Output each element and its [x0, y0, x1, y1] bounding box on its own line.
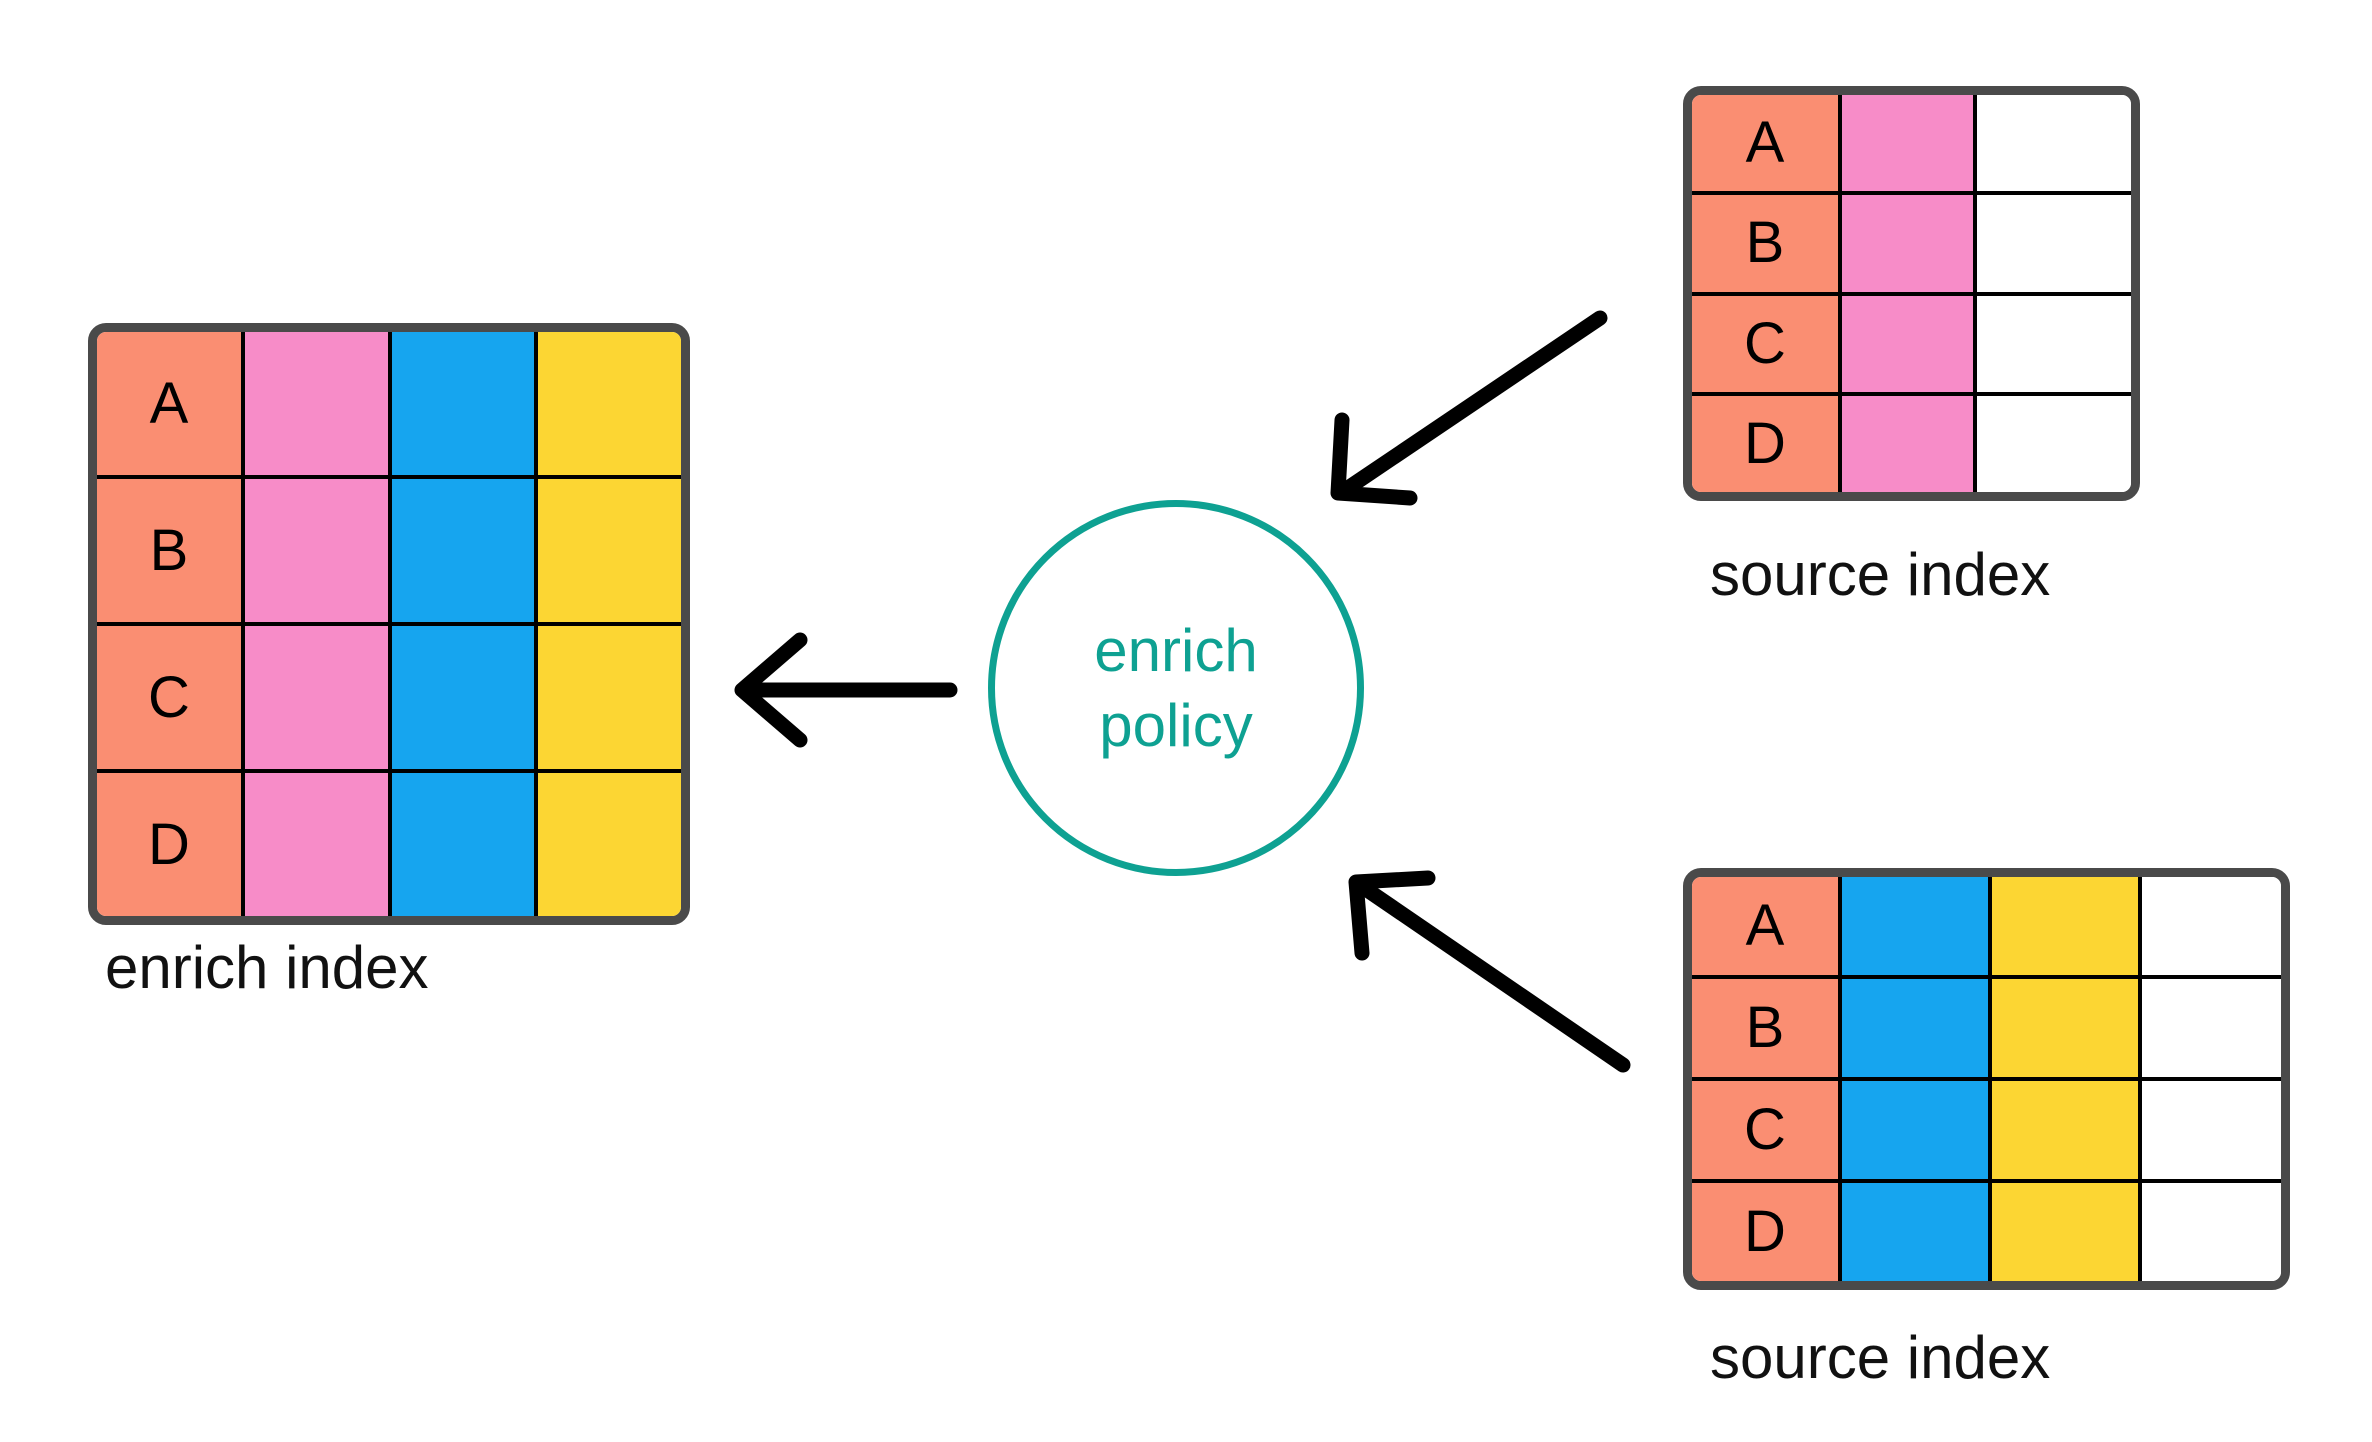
enrich-index-table: A B	[88, 323, 690, 925]
src-bot-cell-blue-b	[1842, 979, 1992, 1077]
src-top-cell-pink-c	[1842, 295, 1977, 392]
cell-value: C	[1744, 310, 1786, 376]
enrich-cell-yellow-a	[538, 332, 681, 475]
enrich-index-caption: enrich index	[105, 934, 429, 1001]
cell-value: A	[1745, 893, 1785, 958]
enrich-cell-yellow-c	[538, 626, 681, 769]
enrich-cell-pink-d	[245, 773, 392, 916]
enrich-cell-key-b: B	[97, 479, 245, 622]
src-top-cell-key-c: C	[1692, 295, 1842, 392]
policy-label-line1: enrich	[1094, 617, 1258, 684]
src-bot-cell-empty-d	[2142, 1183, 2281, 1281]
table-row: D	[97, 773, 681, 916]
source-index-top-table: A B C	[1683, 86, 2140, 501]
table-row: D	[1692, 1183, 2281, 1281]
src-bot-cell-yellow-b	[1992, 979, 2142, 1077]
src-top-cell-empty-c	[1977, 295, 2131, 392]
src-top-cell-pink-b	[1842, 195, 1977, 292]
arrow-policy-to-enrich-index-icon	[734, 632, 958, 748]
src-top-cell-key-a: A	[1692, 95, 1842, 192]
cell-value: C	[148, 664, 190, 730]
table-row: A	[1692, 877, 2281, 979]
table-row: B	[1692, 195, 2131, 296]
src-bot-cell-blue-d	[1842, 1183, 1992, 1281]
enrich-cell-yellow-b	[538, 479, 681, 622]
src-top-cell-key-b: B	[1692, 195, 1842, 292]
table-row: C	[97, 626, 681, 773]
enrich-cell-yellow-d	[538, 773, 681, 916]
enrich-cell-pink-b	[245, 479, 392, 622]
enrich-cell-blue-c	[391, 626, 539, 769]
table-row: D	[1692, 395, 2131, 492]
src-bot-cell-yellow-a	[1992, 877, 2142, 975]
source-index-top-caption: source index	[1710, 541, 2051, 608]
cell-value: D	[148, 811, 190, 877]
arrow-top-source-to-policy-icon	[1330, 310, 1608, 506]
enrich-cell-blue-b	[391, 479, 539, 622]
source-index-bottom-caption: source index	[1710, 1324, 2051, 1391]
src-bot-cell-yellow-d	[1992, 1183, 2142, 1281]
table-row: A	[1692, 95, 2131, 196]
src-bot-cell-key-b: B	[1692, 979, 1842, 1077]
src-top-cell-empty-a	[1977, 95, 2131, 192]
src-top-cell-pink-a	[1842, 95, 1977, 192]
cell-value: A	[149, 370, 189, 436]
src-bot-cell-yellow-c	[1992, 1081, 2142, 1179]
arrow-bottom-source-to-policy-icon	[1348, 870, 1631, 1073]
enrich-cell-pink-c	[245, 626, 392, 769]
enrich-cell-key-d: D	[97, 773, 245, 916]
table-row: B	[1692, 979, 2281, 1081]
source-index-bottom-table: A B	[1683, 868, 2290, 1290]
enrich-cell-blue-a	[391, 332, 539, 475]
cell-value: C	[1744, 1097, 1786, 1162]
table-row: C	[1692, 295, 2131, 396]
cell-value: B	[149, 517, 189, 583]
table-row: A	[97, 332, 681, 479]
src-bot-cell-key-d: D	[1692, 1183, 1842, 1281]
cell-value: D	[1744, 1199, 1786, 1264]
cell-value: B	[1745, 995, 1785, 1060]
enrich-cell-key-c: C	[97, 626, 245, 769]
src-top-cell-key-d: D	[1692, 395, 1842, 492]
cell-value: A	[1745, 110, 1785, 176]
src-bot-cell-empty-c	[2142, 1081, 2281, 1179]
enrich-cell-key-a: A	[97, 332, 245, 475]
src-bot-cell-blue-a	[1842, 877, 1992, 975]
src-bot-cell-empty-a	[2142, 877, 2281, 975]
enrich-cell-pink-a	[245, 332, 392, 475]
src-top-cell-empty-b	[1977, 195, 2131, 292]
cell-value: B	[1745, 210, 1785, 276]
policy-label-line2: policy	[1099, 692, 1253, 759]
cell-value: D	[1744, 410, 1786, 476]
src-bot-cell-key-a: A	[1692, 877, 1842, 975]
src-bot-cell-blue-c	[1842, 1081, 1992, 1179]
src-top-cell-pink-d	[1842, 395, 1977, 492]
enrich-policy-node: enrich policy	[988, 500, 1364, 876]
src-bot-cell-key-c: C	[1692, 1081, 1842, 1179]
table-row: B	[97, 479, 681, 626]
table-row: C	[1692, 1081, 2281, 1183]
src-bot-cell-empty-b	[2142, 979, 2281, 1077]
src-top-cell-empty-d	[1977, 395, 2131, 492]
enrich-cell-blue-d	[391, 773, 539, 916]
